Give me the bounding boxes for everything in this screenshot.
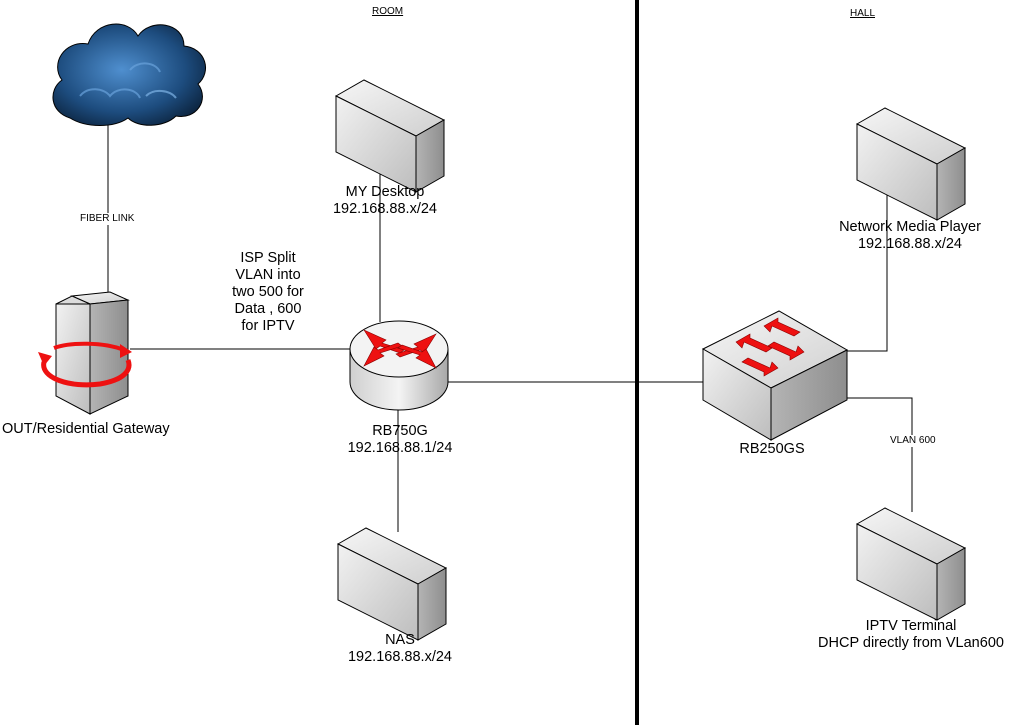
desktop-ip: 192.168.88.x/24 [332, 201, 437, 217]
workstation-box-icon [334, 79, 446, 193]
isp-split-line: for IPTV [241, 318, 295, 334]
desktop-name: MY Desktop [345, 184, 425, 200]
media-player-label: Network Media Player 192.168.88.x/24 [812, 219, 1008, 253]
nas-label: NAS 192.168.88.x/24 [315, 632, 485, 666]
iptv-name: IPTV Terminal [865, 618, 957, 634]
isp-split-line: VLAN into [235, 267, 301, 283]
nas-ip: 192.168.88.x/24 [347, 649, 452, 665]
iptv-label: IPTV Terminal DHCP directly from VLan600 [808, 618, 1014, 652]
zone-label-hall: HALL [850, 8, 876, 19]
vlan600-label: VLAN 600 [890, 435, 936, 447]
isp-split-line: Data , 600 [234, 301, 302, 317]
cloud-icon [52, 23, 206, 126]
media-player-name: Network Media Player [839, 219, 981, 235]
media-player-ip: 192.168.88.x/24 [857, 236, 962, 252]
switch-icon [701, 310, 849, 441]
server-tower-icon [38, 291, 132, 415]
router-ip: 192.168.88.1/24 [347, 440, 453, 456]
workstation-box-icon [855, 507, 967, 621]
zone-label-room: ROOM [372, 6, 404, 17]
isp-split-line: two 500 for [232, 284, 304, 300]
workstation-box-icon [855, 107, 967, 221]
gateway-label: OUT/Residential Gateway [2, 421, 170, 437]
router-icon [349, 320, 449, 411]
iptv-detail: DHCP directly from VLan600 [818, 635, 1004, 651]
router-name: RB750G [372, 423, 428, 439]
fiber-link-label: FIBER LINK [80, 213, 135, 225]
isp-split-note: ISP Split VLAN into two 500 for Data , 6… [213, 250, 323, 335]
desktop-label: MY Desktop 192.168.88.x/24 [300, 184, 470, 218]
workstation-box-icon [336, 527, 448, 641]
nas-name: NAS [385, 632, 415, 648]
switch-label: RB250GS [739, 441, 805, 457]
router-label: RB750G 192.168.88.1/24 [315, 423, 485, 457]
isp-split-line: ISP Split [240, 250, 296, 266]
switch-mediaplayer-line [846, 192, 888, 352]
